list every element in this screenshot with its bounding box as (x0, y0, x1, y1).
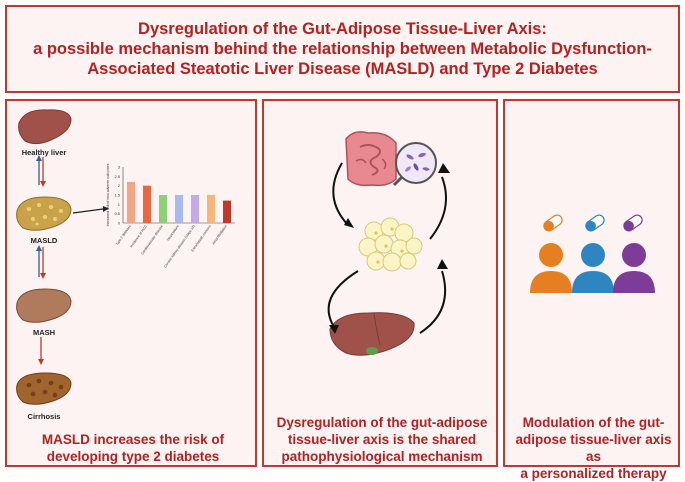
category-label: Type 2 diabetes (115, 224, 132, 246)
pill-icon-purple (623, 214, 643, 232)
patient-icon-blue (572, 243, 614, 293)
category-label: Atrial fibrillation (211, 224, 228, 245)
panel1-caption-line2: developing type 2 diabetes (46, 449, 220, 464)
panel2-caption-line3: pathophysiological mechanism (281, 449, 483, 464)
title-line-1: Dysregulation of the Gut-Adipose Tissue-… (138, 20, 547, 38)
intestine-icon (345, 131, 397, 187)
masld-progression-graphic (16, 109, 109, 405)
bar (143, 185, 151, 223)
main-title: Dysregulation of the Gut-Adipose Tissue-… (23, 19, 662, 79)
patient-icon-orange (530, 243, 572, 293)
y-tick-label: 0.5 (114, 211, 120, 216)
bar (191, 195, 199, 223)
arrow-head-right (103, 206, 109, 212)
gut-to-adipose-arrow (332, 162, 349, 226)
adipose-to-liver-arrow (327, 270, 359, 328)
arrow-head-up (36, 245, 42, 251)
panel2-caption-line1: Dysregulation of the gut-adipose (276, 415, 488, 430)
panel3-caption-line1: Modulation of the gut- (522, 415, 665, 430)
y-tick-label: 1 (118, 202, 121, 207)
panel3-caption-line2: adipose tissue-liver axis as (515, 432, 672, 464)
arrow-head-down (38, 359, 44, 365)
pill-icon-blue (585, 214, 605, 232)
liver-icon (329, 312, 415, 356)
panel1-caption-line1: MASLD increases the risk of (41, 432, 225, 447)
panel2-caption: Dysregulation of the gut-adipose tissue-… (268, 414, 496, 465)
personalized-therapy-graphic (530, 214, 655, 293)
arrow-head-down (40, 273, 46, 279)
mash-liver-icon (16, 288, 72, 323)
masld-to-chart-arrow (72, 208, 104, 214)
adipose-to-gut-arrow (429, 176, 447, 240)
arrow-head (437, 259, 448, 269)
arrow-head-up (36, 155, 42, 161)
y-tick-label: 2.5 (114, 174, 120, 179)
panel-personalized-therapy: Modulation of the gut- adipose tissue-li… (503, 99, 680, 481)
adipose-droplets (374, 227, 404, 264)
y-axis-label: Increased risk of new adverse outcomes (106, 163, 110, 226)
y-tick-label: 2 (118, 183, 121, 188)
stage-label-masld: MASLD (30, 236, 58, 245)
adipose-tissue-icon (358, 217, 423, 272)
panel1-caption: MASLD increases the risk of developing t… (11, 431, 255, 465)
category-label: Heart failure (166, 224, 180, 242)
panel3-caption: Modulation of the gut- adipose tissue-li… (507, 414, 680, 482)
stage-label-mash: MASH (32, 328, 56, 337)
cirrhosis-liver-icon (16, 372, 72, 405)
y-tick-label: 3 (118, 165, 121, 170)
arrow-head-down (40, 181, 46, 187)
title-box: Dysregulation of the Gut-Adipose Tissue-… (5, 5, 680, 93)
microbiota-icon (392, 142, 437, 187)
panel-masld-progression: Healthy liver MASLD MASH Cirrhosis 0 0.5 1… (5, 99, 257, 467)
fat-droplets (27, 203, 63, 226)
bar (159, 195, 167, 223)
stage-label-healthy: Healthy liver (21, 148, 67, 157)
masld-liver-icon (16, 196, 72, 231)
y-tick-label: 1.5 (114, 193, 120, 198)
axis-cycle-graphic (327, 131, 450, 356)
arrow-head (438, 163, 450, 173)
panel-gut-adipose-liver-axis: Dysregulation of the gut-adipose tissue-… (262, 99, 498, 467)
y-tick-label: 0 (118, 221, 121, 226)
pill-icon-orange (543, 214, 563, 232)
category-label: Chronic kidney disease (stage ≥3) (163, 224, 196, 268)
arrow-head (329, 325, 339, 334)
arrow-head (344, 218, 354, 228)
bar (207, 195, 215, 223)
bar (175, 195, 183, 223)
title-line-2: a possible mechanism behind the relation… (33, 40, 652, 58)
patient-icon-purple (613, 243, 655, 293)
risk-bar-chart: 0 0.5 1 1.5 2 2.5 3 Increased risk of new adver… (106, 163, 235, 269)
healthy-liver-icon (18, 109, 72, 145)
panel2-caption-line2: tissue-liver axis is the shared (287, 432, 477, 447)
title-line-3: Associated Steatotic Liver Disease (MASL… (87, 60, 598, 78)
bar (223, 200, 231, 223)
liver-to-adipose-arrow (419, 270, 447, 334)
bar (127, 181, 135, 223)
cirrhosis-nodules (26, 378, 64, 398)
stage-label-cirrhosis: Cirrhosis (27, 412, 61, 421)
